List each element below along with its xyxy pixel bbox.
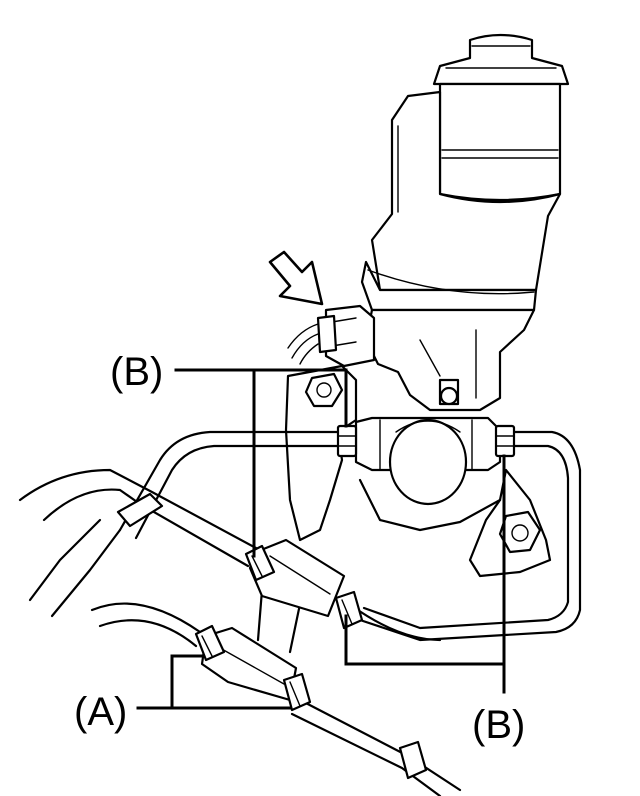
- junction-block: [354, 416, 502, 506]
- mounting-plate: [284, 364, 552, 578]
- master-cylinder-body: [364, 308, 536, 412]
- callout-b-top: (B): [110, 350, 163, 394]
- flare-nut-lower-coupler-left: [194, 624, 226, 662]
- leader-lines-b: [174, 368, 506, 694]
- flare-nut-right-port: [494, 424, 516, 458]
- fluid-reservoir: [360, 33, 570, 312]
- flare-nut-lower-coupler-right: [282, 672, 312, 712]
- flare-nut-left-port: [336, 424, 358, 458]
- arrow-icon: [268, 250, 324, 306]
- leader-lines-a: [136, 654, 292, 710]
- upper-coupler: [248, 538, 346, 618]
- brake-lines: [18, 430, 582, 796]
- callout-a: (A): [74, 690, 127, 734]
- sensor-connector: [287, 304, 376, 368]
- callout-b-bottom: (B): [472, 703, 525, 747]
- flare-nut-upper-coupler-right: [334, 590, 364, 630]
